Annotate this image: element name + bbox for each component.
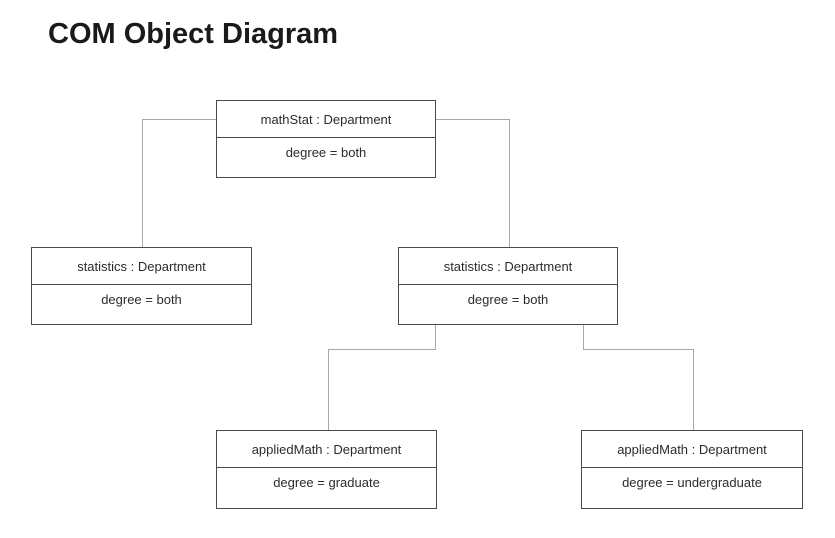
connector-mathstat-to-statistics-left-segment bbox=[142, 119, 216, 120]
object-node-attribute: degree = both bbox=[101, 292, 182, 307]
connector-statistics-right-to-appliedmath-left-segment bbox=[435, 325, 436, 349]
connector-statistics-right-to-appliedmath-right-segment bbox=[583, 325, 584, 349]
object-node-label: statistics : Department bbox=[399, 248, 617, 285]
object-node-statistics-right[interactable]: statistics : Department degree = both bbox=[398, 247, 618, 325]
object-node-appliedmath-right[interactable]: appliedMath : Department degree = underg… bbox=[581, 430, 803, 509]
object-node-label: mathStat : Department bbox=[217, 101, 435, 138]
object-node-label: appliedMath : Department bbox=[582, 431, 802, 468]
object-node-attribute: degree = undergraduate bbox=[622, 475, 762, 490]
object-node-label: appliedMath : Department bbox=[217, 431, 436, 468]
connector-mathstat-to-statistics-right-segment bbox=[436, 119, 510, 120]
object-node-attribute: degree = both bbox=[285, 145, 367, 160]
connector-mathstat-to-statistics-right-segment bbox=[509, 119, 510, 247]
object-node-attribute: degree = both bbox=[467, 292, 549, 307]
connector-statistics-right-to-appliedmath-left-segment bbox=[328, 349, 436, 350]
connector-statistics-right-to-appliedmath-right-segment bbox=[693, 349, 694, 430]
object-node-statistics-left[interactable]: statistics : Department degree = both bbox=[31, 247, 252, 325]
connector-statistics-right-to-appliedmath-right-segment bbox=[583, 349, 694, 350]
object-node-attribute: degree = graduate bbox=[273, 475, 380, 490]
connector-statistics-right-to-appliedmath-left-segment bbox=[328, 349, 329, 430]
object-node-mathstat[interactable]: mathStat : Department degree = both bbox=[216, 100, 436, 178]
connector-mathstat-to-statistics-left-segment bbox=[142, 119, 143, 247]
object-node-appliedmath-left[interactable]: appliedMath : Department degree = gradua… bbox=[216, 430, 437, 509]
object-node-label: statistics : Department bbox=[32, 248, 251, 285]
page-title: COM Object Diagram bbox=[48, 18, 339, 50]
